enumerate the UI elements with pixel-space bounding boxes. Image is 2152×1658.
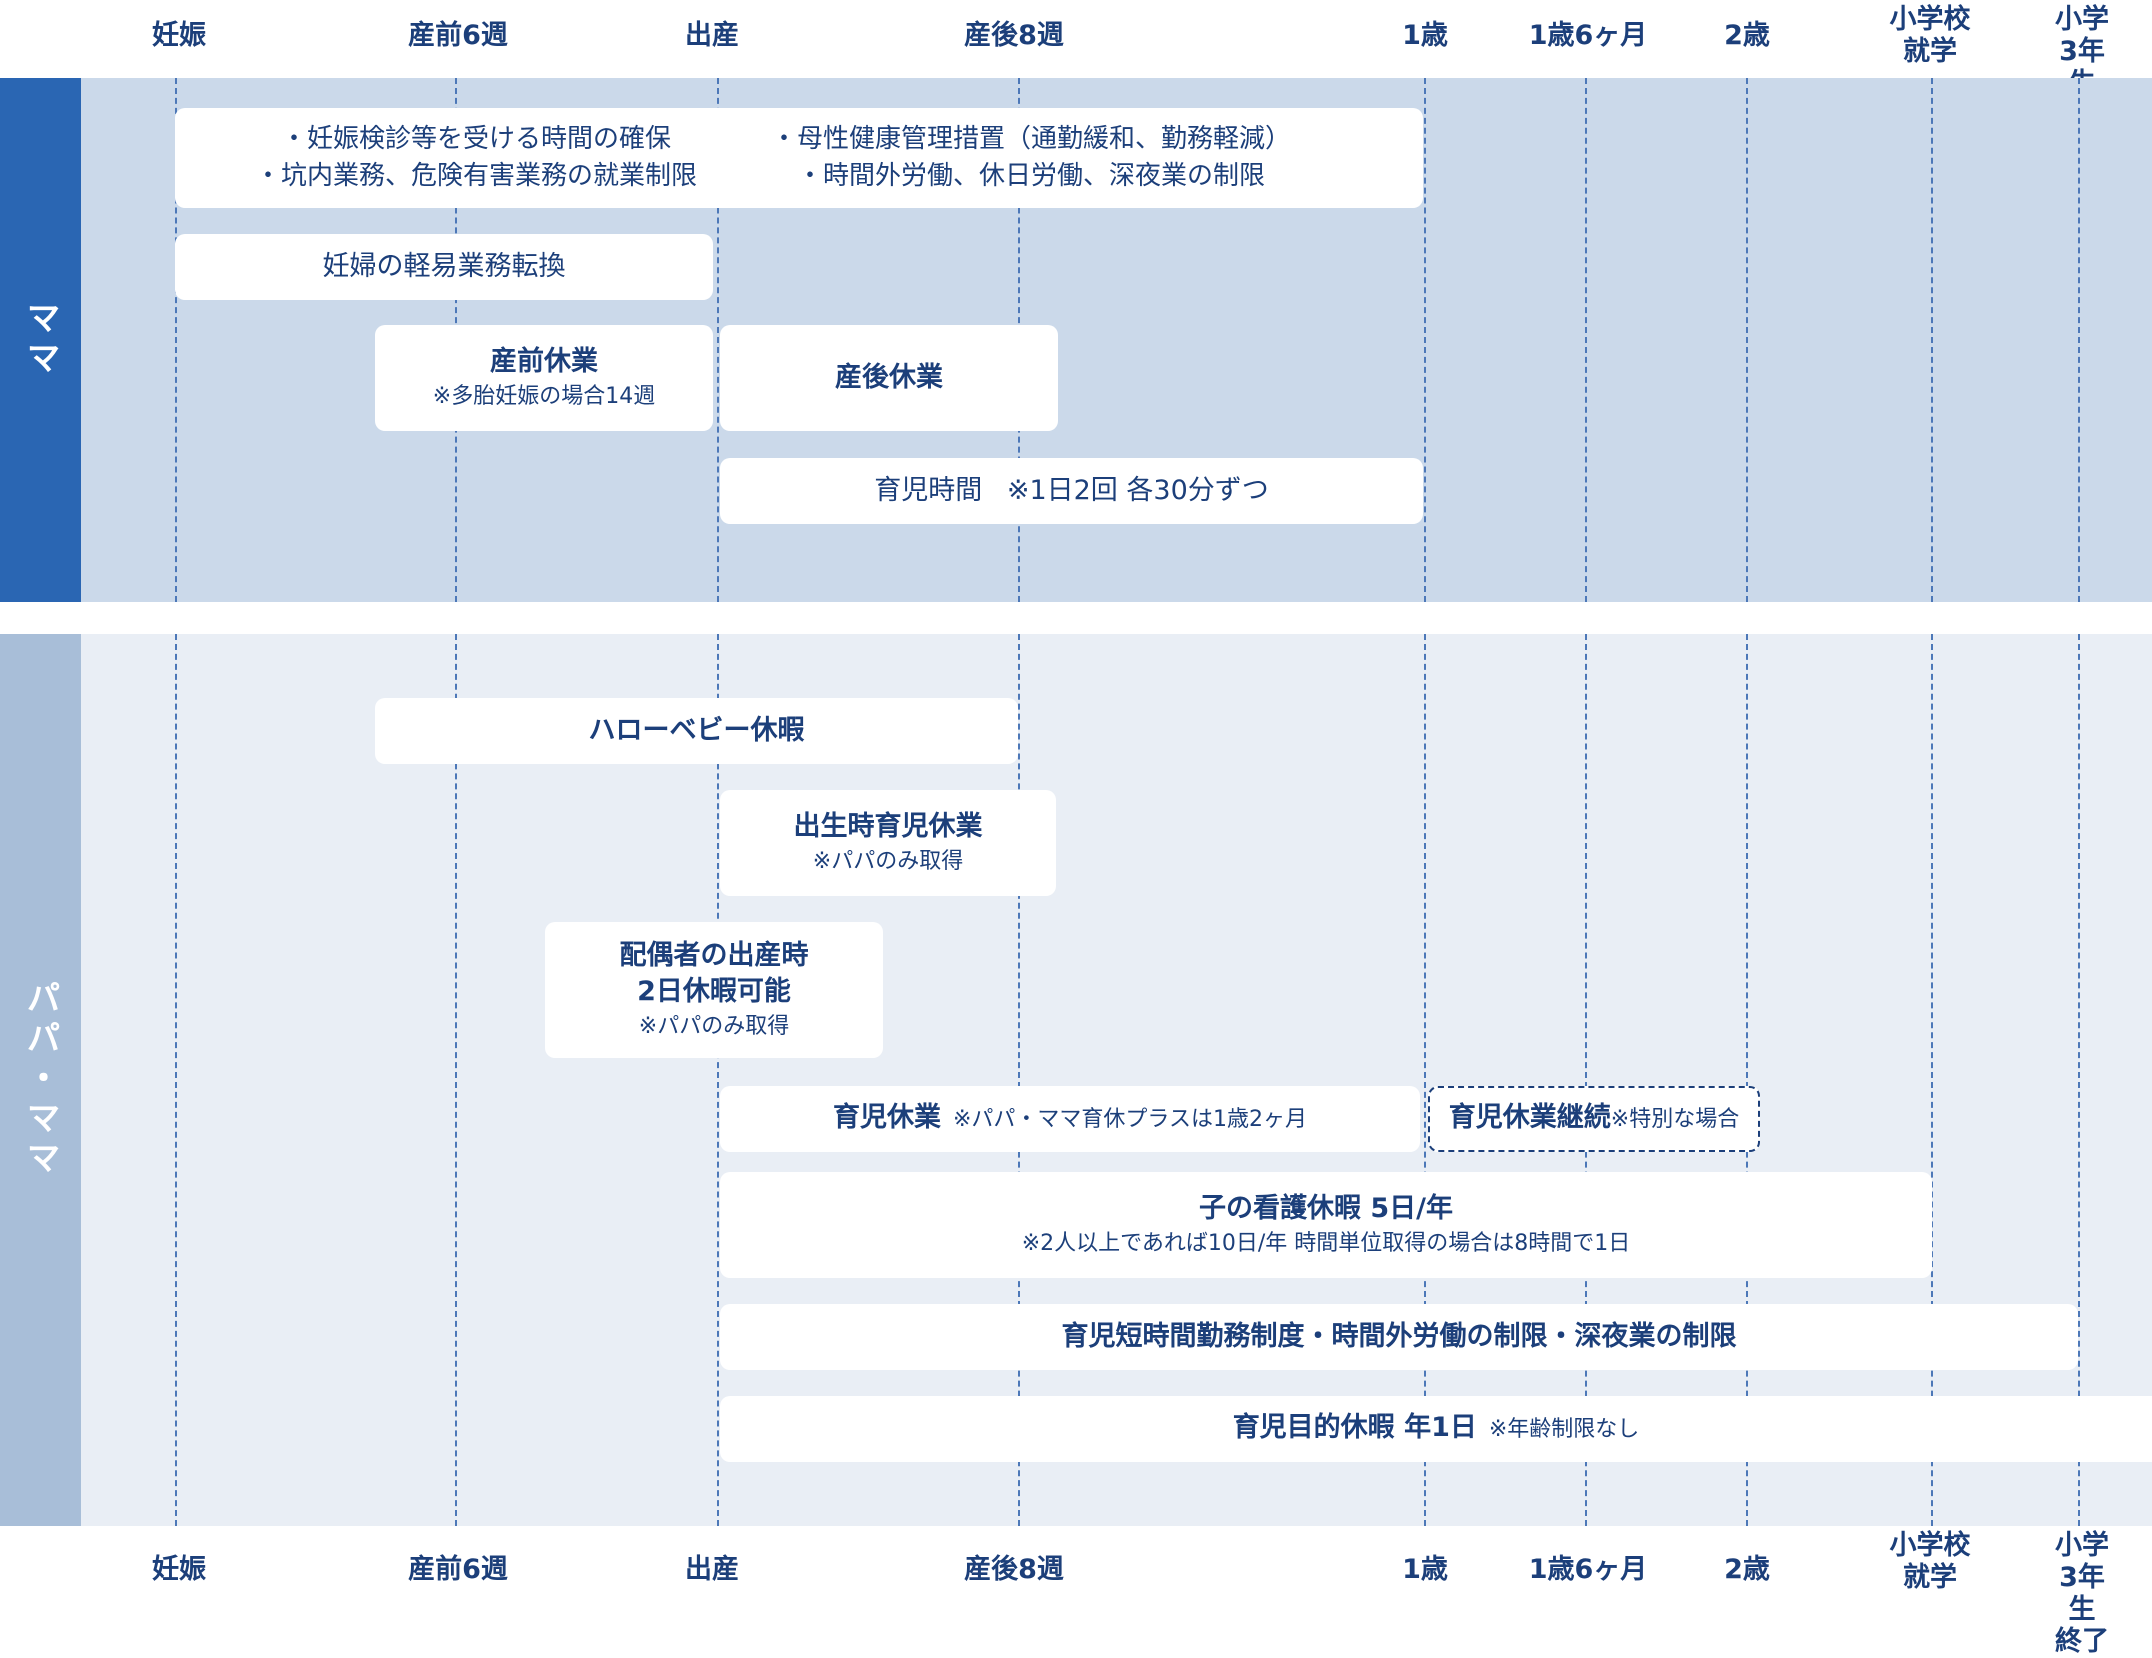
section-label-papa-mama: パパ・ママ: [0, 634, 81, 1526]
bar-postnatal-leave-title: 産後休業: [835, 362, 943, 393]
tick-sanzen-6: 産前6週: [408, 20, 508, 51]
tick-bottom-1sai: 1歳: [1402, 1554, 1448, 1585]
bar-childcare-leave-title: 育児休業: [833, 1102, 941, 1133]
tick-ninshin: 妊娠: [152, 20, 206, 51]
bar-childcare-purpose-leave: 育児目的休暇 年1日 ※年齢制限なし: [720, 1396, 2152, 1462]
gridline-ninshin: [175, 634, 177, 1526]
tick-1sai-6: 1歳6ヶ月: [1528, 20, 1648, 51]
bar-sick-child-leave: 子の看護休暇 5日/年 ※2人以上であれば10日/年 時間単位取得の場合は8時間…: [720, 1172, 1932, 1278]
gridline-ninshin: [175, 78, 177, 602]
protection-item-checkup: ・妊娠検診等を受ける時間の確保: [281, 124, 672, 154]
bar-nursing-time-text: 育児時間 ※1日2回 各30分ずつ: [874, 473, 1269, 509]
gridline-2sai: [1746, 634, 1748, 1526]
bar-childcare-leave-extension-title: 育児休業継続: [1448, 1102, 1611, 1133]
timeline-axis-bottom: 妊娠 産前6週 出産 産後8週 1歳 1歳6ヶ月 2歳 小学校 就学 小学3年生…: [0, 1526, 2152, 1657]
bar-childcare-leave-extension-note: ※特別な場合: [1610, 1107, 1740, 1132]
timeline-axis-top: 妊娠 産前6週 出産 産後8週 1歳 1歳6ヶ月 2歳 小学校 就学 小学3年生…: [0, 0, 2152, 131]
bar-spouse-birth-leave: 配偶者の出産時 2日休暇可能 ※パパのみ取得: [545, 922, 883, 1058]
protection-left-list: ・妊娠検診等を受ける時間の確保 ・坑内業務、危険有害業務の就業制限: [255, 108, 697, 208]
protection-item-restriction: ・坑内業務、危険有害業務の就業制限: [255, 161, 698, 191]
tick-bottom-shogakko: 小学校 就学: [1889, 1530, 1971, 1593]
protection-item-overtime: ・時間外労働、休日労働、深夜業の制限: [797, 161, 1266, 191]
gridline-1sai: [1424, 78, 1426, 602]
tick-1sai: 1歳: [1402, 20, 1448, 51]
bar-childcare-purpose-leave-text: 育児目的休暇 年1日 ※年齢制限なし: [1233, 1410, 1640, 1448]
bar-short-time-work: 育児短時間勤務制度・時間外労働の制限・深夜業の制限: [720, 1304, 2078, 1370]
bar-prenatal-leave-note: ※多胎妊娠の場合14週: [432, 384, 656, 409]
section-label-mama: ママ: [0, 78, 81, 602]
bar-childcare-leave-note: ※パパ・ママ育休プラスは1歳2ヶ月: [953, 1107, 1307, 1132]
bar-childcare-purpose-leave-note: ※年齢制限なし: [1488, 1417, 1640, 1442]
bar-hello-baby-leave: ハローベビー休暇: [375, 698, 1018, 764]
bar-light-work: 妊婦の軽易業務転換: [175, 234, 713, 300]
bar-birth-childcare-leave: 出生時育児休業 ※パパのみ取得: [720, 790, 1056, 896]
bar-postnatal-leave: 産後休業: [720, 325, 1058, 431]
bar-sick-child-leave-title: 子の看護休暇 5日/年: [1198, 1193, 1454, 1224]
bar-birth-childcare-leave-note: ※パパのみ取得: [812, 849, 964, 874]
gridline-shogakko: [1931, 78, 1933, 602]
tick-bottom-ninshin: 妊娠: [152, 1554, 206, 1585]
bar-sick-child-leave-note: ※2人以上であれば10日/年 時間単位取得の場合は8時間で1日: [1021, 1231, 1631, 1256]
bar-spouse-birth-leave-note: ※パパのみ取得: [638, 1014, 790, 1039]
gridline-shogaku-3: [2078, 634, 2080, 1526]
tick-sango-8: 産後8週: [964, 20, 1064, 51]
gridline-shussan: [717, 634, 719, 1526]
gridline-shogaku-3: [2078, 78, 2080, 602]
bar-childcare-leave: 育児休業 ※パパ・ママ育休プラスは1歳2ヶ月: [720, 1086, 1420, 1152]
gridline-1sai: [1424, 634, 1426, 1526]
tick-bottom-shussan: 出産: [685, 1554, 739, 1585]
tick-bottom-1sai-6: 1歳6ヶ月: [1528, 1554, 1648, 1585]
bar-nursing-time: 育児時間 ※1日2回 各30分ずつ: [720, 458, 1423, 524]
bar-hello-baby-leave-title: ハローベビー休暇: [588, 715, 805, 746]
gridline-1sai-6: [1585, 78, 1587, 602]
band-papa-mama: [81, 634, 2152, 1526]
gridline-1sai-6: [1585, 634, 1587, 1526]
bar-childcare-leave-extension-text: 育児休業継続※特別な場合: [1449, 1100, 1739, 1138]
tick-2sai: 2歳: [1724, 20, 1770, 51]
bar-prenatal-leave-title: 産前休業: [490, 346, 598, 377]
bar-spouse-birth-leave-title-1: 配偶者の出産時: [619, 940, 809, 971]
tick-bottom-2sai: 2歳: [1724, 1554, 1770, 1585]
tick-bottom-sanzen-6: 産前6週: [408, 1554, 508, 1585]
tick-bottom-sango-8: 産後8週: [964, 1554, 1064, 1585]
tick-shogakko: 小学校 就学: [1889, 4, 1971, 67]
protection-right-list: ・母性健康管理措置（通勤緩和、勤務軽減） ・時間外労働、休日労働、深夜業の制限: [771, 108, 1291, 208]
gridline-shogakko: [1931, 634, 1933, 1526]
bar-maternity-protection: ・妊娠検診等を受ける時間の確保 ・坑内業務、危険有害業務の就業制限 ・母性健康管…: [175, 108, 1423, 208]
bar-nursing-time-note: ※1日2回 各30分ずつ: [1006, 475, 1269, 506]
bar-nursing-time-title: 育児時間: [874, 475, 983, 506]
tick-shussan: 出産: [685, 20, 739, 51]
section-papa-mama: パパ・ママ ハローベビー休暇 出生時育児休業 ※パパのみ取得 配偶者の出産時 2…: [0, 634, 2152, 1526]
bar-birth-childcare-leave-title: 出生時育児休業: [793, 811, 983, 842]
gridline-shussan: [717, 78, 719, 602]
bar-childcare-leave-text: 育児休業 ※パパ・ママ育休プラスは1歳2ヶ月: [833, 1100, 1307, 1138]
bar-prenatal-leave: 産前休業 ※多胎妊娠の場合14週: [375, 325, 713, 431]
bar-childcare-leave-extension: 育児休業継続※特別な場合: [1428, 1086, 1760, 1152]
bar-childcare-purpose-leave-title: 育児目的休暇 年1日: [1232, 1412, 1477, 1443]
gridline-sango-8: [1018, 634, 1020, 1526]
section-mama: ママ ・妊娠検診等を受ける時間の確保 ・坑内業務、危険有害業務の就業制限 ・母性…: [0, 78, 2152, 602]
bar-light-work-title: 妊婦の軽易業務転換: [322, 251, 566, 282]
bar-short-time-work-title: 育児短時間勤務制度・時間外労働の制限・深夜業の制限: [1061, 1321, 1737, 1352]
gridline-sanzen-6: [455, 634, 457, 1526]
section-label-papa-mama-text: パパ・ママ: [20, 980, 60, 1180]
tick-bottom-shogaku-3: 小学3年生 終了: [2055, 1530, 2109, 1657]
gridline-2sai: [1746, 78, 1748, 602]
bar-spouse-birth-leave-title-2: 2日休暇可能: [637, 976, 791, 1007]
protection-item-health: ・母性健康管理措置（通勤緩和、勤務軽減）: [771, 124, 1292, 154]
section-label-mama-text: ママ: [20, 300, 60, 380]
